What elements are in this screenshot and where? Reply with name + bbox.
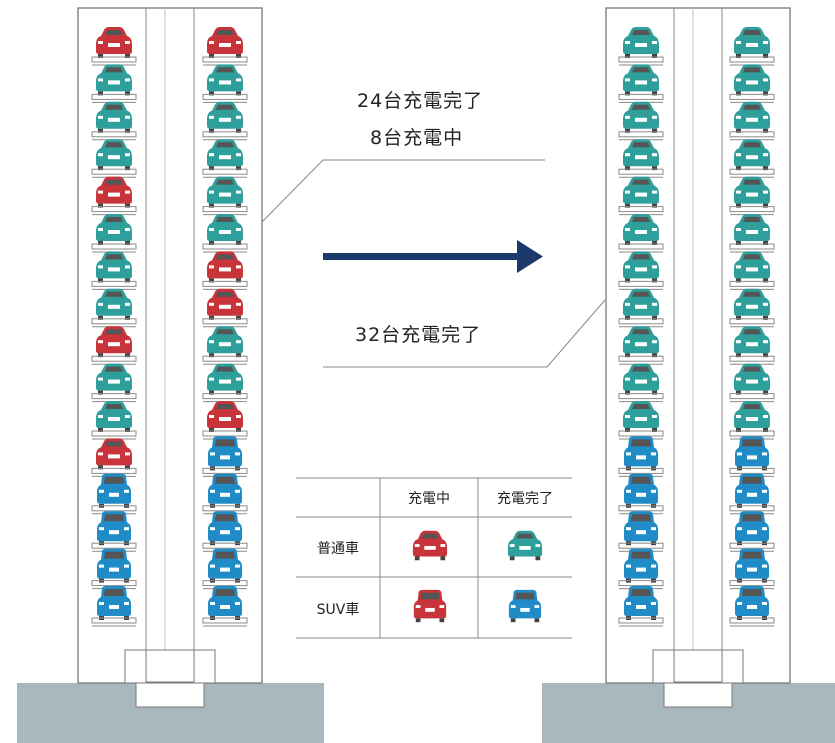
before-done-count: 24台充電完了 (357, 90, 484, 112)
legend-header-charging: 充電中 (408, 491, 450, 507)
legend-row-suv: SUV車 (316, 602, 360, 618)
legend-table-grid (296, 477, 572, 639)
before-left-column (91, 27, 137, 627)
before-right-column (202, 27, 248, 627)
before-charging-count: 8台充電中 (370, 127, 464, 149)
leader-after (323, 299, 606, 368)
legend-suv-charging-icon (413, 589, 447, 623)
legend-suv-done-icon (508, 589, 542, 623)
after-right-column (729, 27, 775, 627)
transition-arrow (323, 240, 543, 273)
legend-header-done: 充電完了 (497, 491, 553, 507)
legend-sedan-charging-icon (412, 530, 448, 561)
leader-before (261, 159, 545, 223)
after-done-count: 32台充電完了 (355, 324, 482, 346)
tower-after (605, 7, 791, 708)
legend-sedan-done-icon (507, 530, 543, 561)
tower-before (77, 7, 263, 708)
after-left-column (618, 27, 664, 627)
legend-row-sedan: 普通車 (317, 541, 359, 557)
